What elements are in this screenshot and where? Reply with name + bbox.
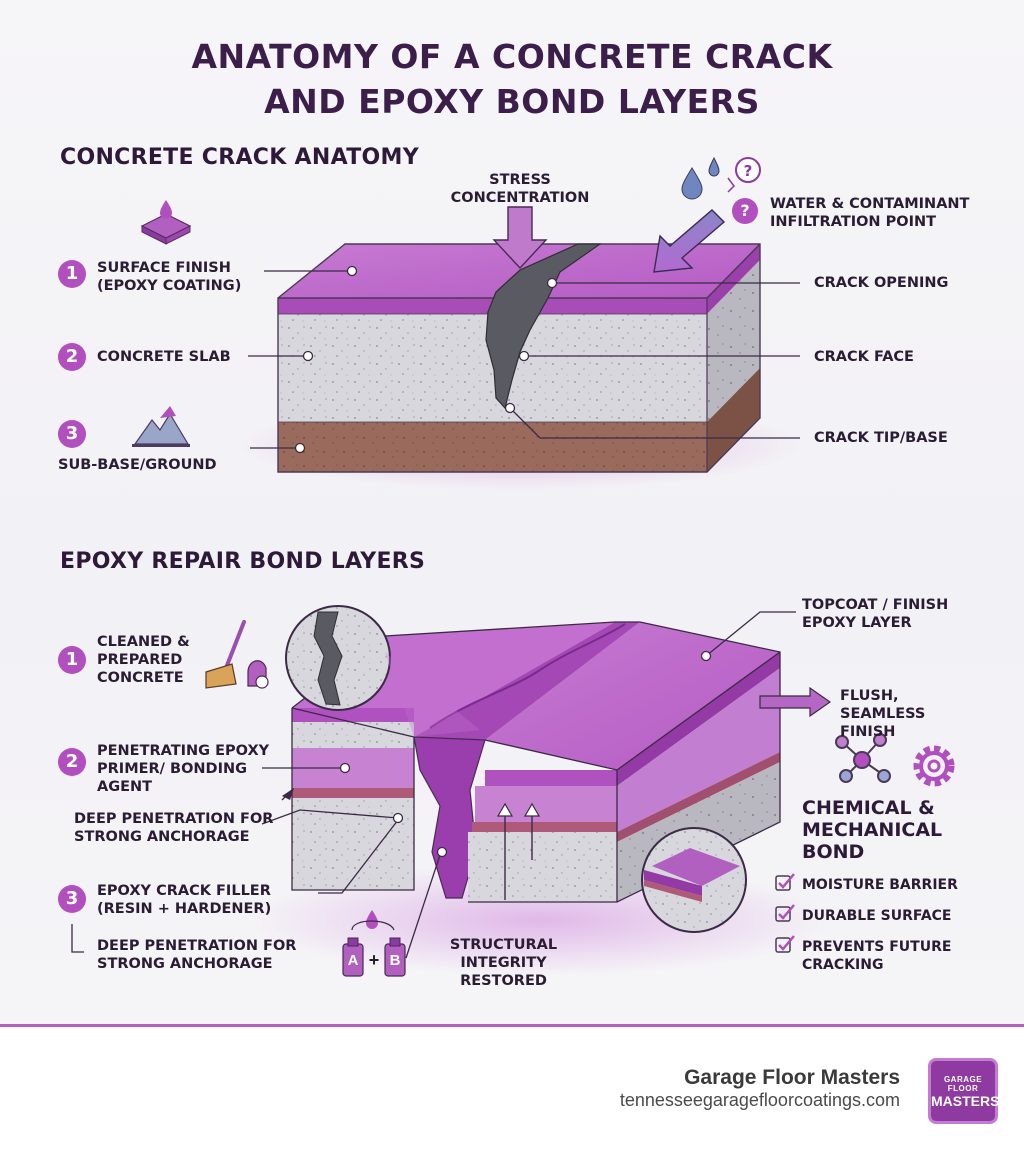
crack-filler-top — [414, 622, 640, 740]
label-crack-opening: CRACK OPENING — [814, 275, 949, 291]
diagram-illustration: ? — [71, 156, 955, 977]
question-badge: ? — [732, 198, 758, 224]
label-structural-integrity: STRUCTURAL INTEGRITY RESTORED — [449, 937, 558, 989]
question-icon — [735, 157, 761, 183]
label-primer: PENETRATING EPOXY PRIMER/ BONDING AGENT — [97, 743, 270, 795]
logo-text-1: GARAGE FLOOR — [943, 1075, 983, 1093]
label-topcoat: TOPCOAT / FINISH EPOXY LAYER — [802, 597, 949, 631]
step-number-1-bottom: 1 — [58, 646, 86, 674]
footer — [0, 1027, 1024, 1154]
bottle-a-label: A — [347, 952, 359, 969]
crack-zoom-circle — [285, 605, 480, 737]
ground-mountain-icon — [132, 406, 190, 447]
logo-text-2: MASTERS — [931, 1093, 1000, 1109]
step-number-3-bottom: 3 — [58, 885, 86, 913]
label-stress-concentration: STRESS CONCENTRATION — [450, 172, 590, 206]
stress-arrow — [492, 206, 548, 270]
flush-finish-arrow — [759, 686, 832, 718]
footer-brand: Garage Floor Masters — [684, 1066, 900, 1089]
water-arrow — [653, 209, 726, 273]
ground-front — [278, 422, 707, 472]
label-water-infiltration: WATER & CONTAMINANT INFILTRATION POINT — [770, 196, 970, 230]
layers-zoom-circle — [641, 827, 747, 933]
step-number-2-top: 2 — [58, 343, 86, 371]
label-concrete-slab: CONCRETE SLAB — [97, 349, 231, 365]
molecule-icon — [835, 733, 891, 783]
epoxy-surface-icon — [140, 200, 192, 245]
footer-url[interactable]: tennesseegaragefloorcoatings.com — [619, 1090, 900, 1110]
benefit-prevents-cracking: PREVENTS FUTURE CRACKING — [802, 939, 952, 973]
step-number-3-top: 3 — [58, 420, 86, 448]
title-line-1: ANATOMY OF A CONCRETE CRACK — [191, 37, 833, 76]
label-surface-finish: SURFACE FINISH (EPOXY COATING) — [97, 260, 242, 294]
block-right-side-epoxy — [707, 244, 760, 314]
benefit-durable-surface: DURABLE SURFACE — [802, 908, 952, 924]
label-chemical-mechanical-bond: CHEMICAL & MECHANICAL BOND — [802, 797, 943, 863]
checkbox-icons — [775, 873, 795, 953]
label-flush-finish: FLUSH, SEAMLESS FINISH — [840, 688, 926, 740]
title-line-2: AND EPOXY BOND LAYERS — [264, 82, 760, 121]
brand-logo: GARAGE FLOOR MASTERS — [928, 1058, 1000, 1124]
step-number-1-top: 1 — [58, 260, 86, 288]
broom-icon — [205, 620, 269, 689]
page-title: ANATOMY OF A CONCRETE CRACK AND EPOXY BO… — [0, 34, 1024, 124]
crack-anatomy-block: ? — [132, 156, 800, 490]
section-heading-crack-anatomy: CONCRETE CRACK ANATOMY — [60, 145, 419, 170]
label-sub-base: SUB-BASE/GROUND — [58, 457, 217, 473]
label-cleaned-concrete: CLEANED & PREPARED CONCRETE — [97, 634, 190, 686]
epoxy-bottles-icon — [342, 910, 406, 977]
section-heading-epoxy-repair: EPOXY REPAIR BOND LAYERS — [60, 549, 426, 574]
block-right-side-ground — [707, 368, 760, 472]
crack-filler-front — [413, 736, 486, 899]
bottle-b-label: B — [389, 952, 401, 969]
label-crack-face: CRACK FACE — [814, 349, 914, 365]
label-crack-tip: CRACK TIP/BASE — [814, 430, 948, 446]
step-number-2-bottom: 2 — [58, 748, 86, 776]
benefit-moisture-barrier: MOISTURE BARRIER — [802, 877, 958, 893]
svg-text:?: ? — [744, 162, 753, 180]
footer-divider — [0, 1024, 1024, 1027]
label-deep-penetration-1: DEEP PENETRATION FOR STRONG ANCHORAGE — [74, 811, 274, 845]
label-deep-penetration-2: DEEP PENETRATION FOR STRONG ANCHORAGE — [97, 938, 297, 972]
label-crack-filler: EPOXY CRACK FILLER (RESIN + HARDENER) — [97, 883, 272, 917]
water-drops-icon — [681, 156, 720, 200]
gear-icon — [913, 745, 955, 787]
epoxy-repair-block — [71, 605, 955, 977]
bottle-plus-label: + — [368, 950, 380, 970]
